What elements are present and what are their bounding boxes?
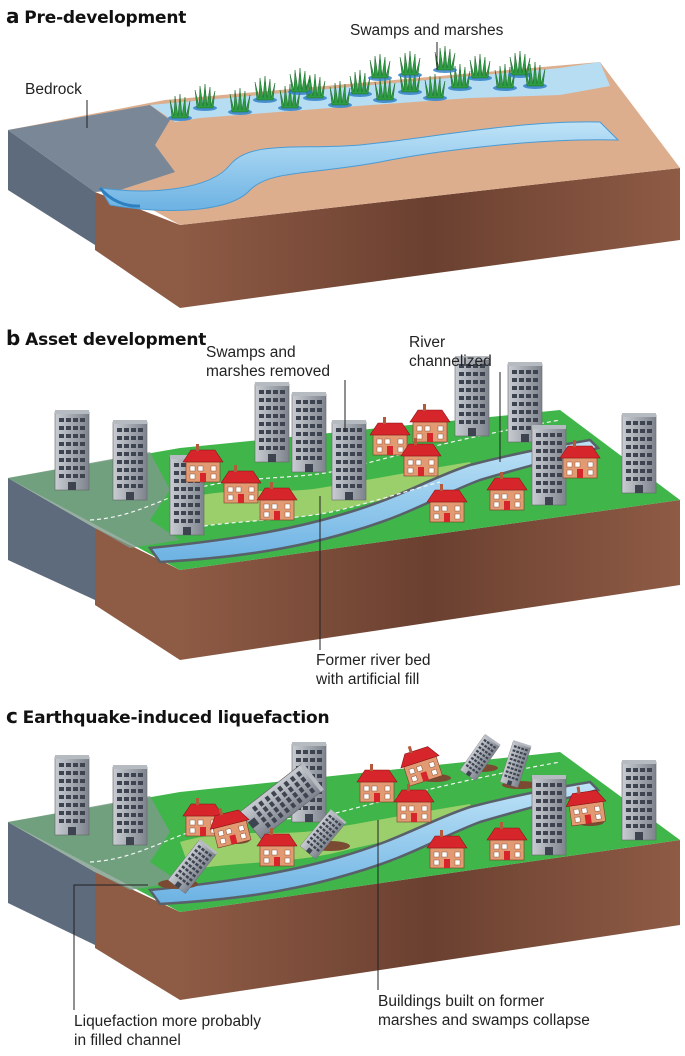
label-swamps-and-marshes: Swamps and marshes [350, 22, 504, 39]
panel-b-letter: b [6, 326, 21, 350]
label-river-channelized-line-1: River [409, 334, 446, 351]
panel-a-letter: a [6, 4, 20, 28]
label-liquefaction-line-2: in filled channel [74, 1032, 181, 1049]
label-former-river-bed-line-1: Former river bed [316, 652, 431, 669]
panel-b-diagram [8, 355, 680, 660]
label-swamps-removed-line-1: Swamps and [206, 344, 296, 361]
label-swamps-removed: Swamps and marshes removed [206, 343, 330, 381]
label-former-river-bed: Former river bed with artificial fill [316, 651, 431, 689]
label-swamps-removed-line-2: marshes removed [206, 363, 331, 380]
panel-c-heading: Earthquake-induced liquefaction [22, 708, 330, 728]
panel-a-diagram [8, 42, 680, 308]
label-liquefaction-filled-channel: Liquefaction more probably in filled cha… [74, 1012, 261, 1050]
label-liquefaction-line-1: Liquefaction more probably [74, 1013, 261, 1030]
label-buildings-collapse: Buildings built on former marshes and sw… [378, 992, 590, 1030]
panel-c-letter: c [6, 704, 18, 728]
label-bedrock: Bedrock [25, 81, 82, 98]
panel-b-heading: Asset development [25, 330, 207, 350]
label-buildings-collapse-line-1: Buildings built on former [378, 993, 545, 1010]
label-former-river-bed-line-2: with artificial fill [316, 671, 420, 688]
panel-a-heading: Pre-development [24, 8, 187, 28]
label-buildings-collapse-line-2: marshes and swamps collapse [378, 1012, 590, 1029]
label-river-channelized-line-2: channelized [409, 353, 492, 370]
label-river-channelized: River channelized [409, 333, 492, 371]
panel-c-diagram [8, 733, 680, 1010]
